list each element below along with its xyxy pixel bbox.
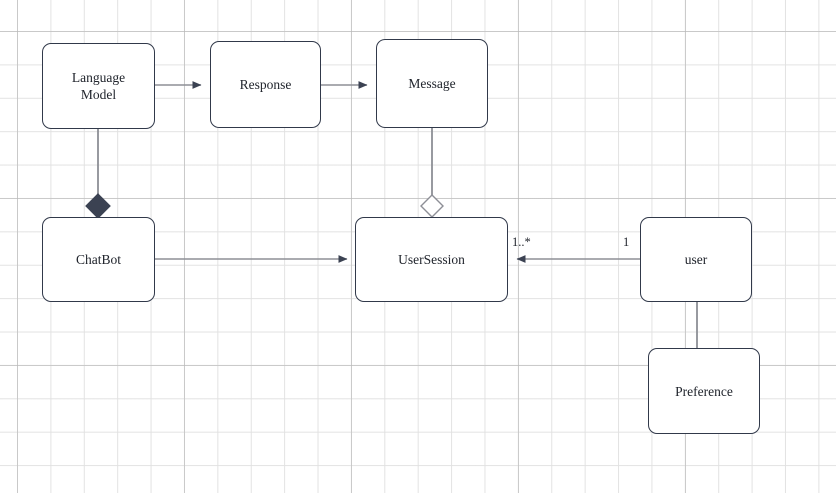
node-language-model-label: Language Model bbox=[71, 70, 126, 102]
node-user[interactable]: user bbox=[640, 217, 752, 302]
edge-language-model-to-chatbot bbox=[85, 129, 111, 219]
node-usersession[interactable]: UserSession bbox=[355, 217, 508, 302]
node-language-model[interactable]: Language Model bbox=[42, 43, 155, 129]
node-user-label: user bbox=[684, 252, 708, 267]
node-preference[interactable]: Preference bbox=[648, 348, 760, 434]
node-usersession-label: UserSession bbox=[398, 252, 465, 267]
node-response-label: Response bbox=[239, 77, 292, 92]
edge-message-to-usersession bbox=[420, 128, 444, 218]
multiplicity-usersession-end: 1..* bbox=[512, 235, 531, 249]
node-chatbot-label: ChatBot bbox=[75, 252, 121, 267]
node-response[interactable]: Response bbox=[210, 41, 321, 128]
node-chatbot[interactable]: ChatBot bbox=[42, 217, 155, 302]
aggregation-diamond-icon bbox=[420, 194, 444, 218]
composition-diamond-icon bbox=[85, 193, 111, 219]
multiplicity-user-end: 1 bbox=[623, 235, 630, 249]
node-message[interactable]: Message bbox=[376, 39, 488, 128]
node-preference-label: Preference bbox=[675, 383, 733, 399]
node-message-label: Message bbox=[408, 76, 456, 91]
